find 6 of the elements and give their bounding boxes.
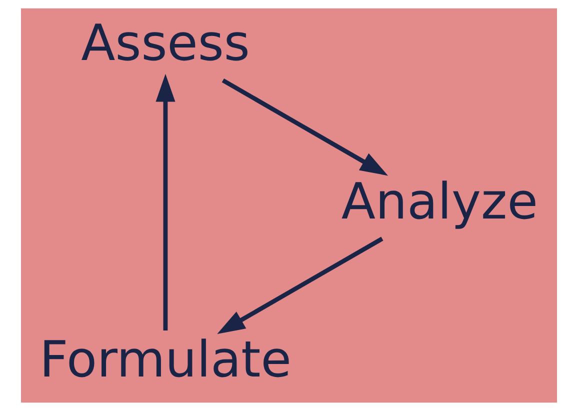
node-text: Formulate [40,330,292,389]
node-text: Assess [81,14,250,72]
arrow [217,236,384,334]
arrow [156,74,176,331]
arrow [222,78,388,176]
node-text: Analyze [341,172,538,230]
